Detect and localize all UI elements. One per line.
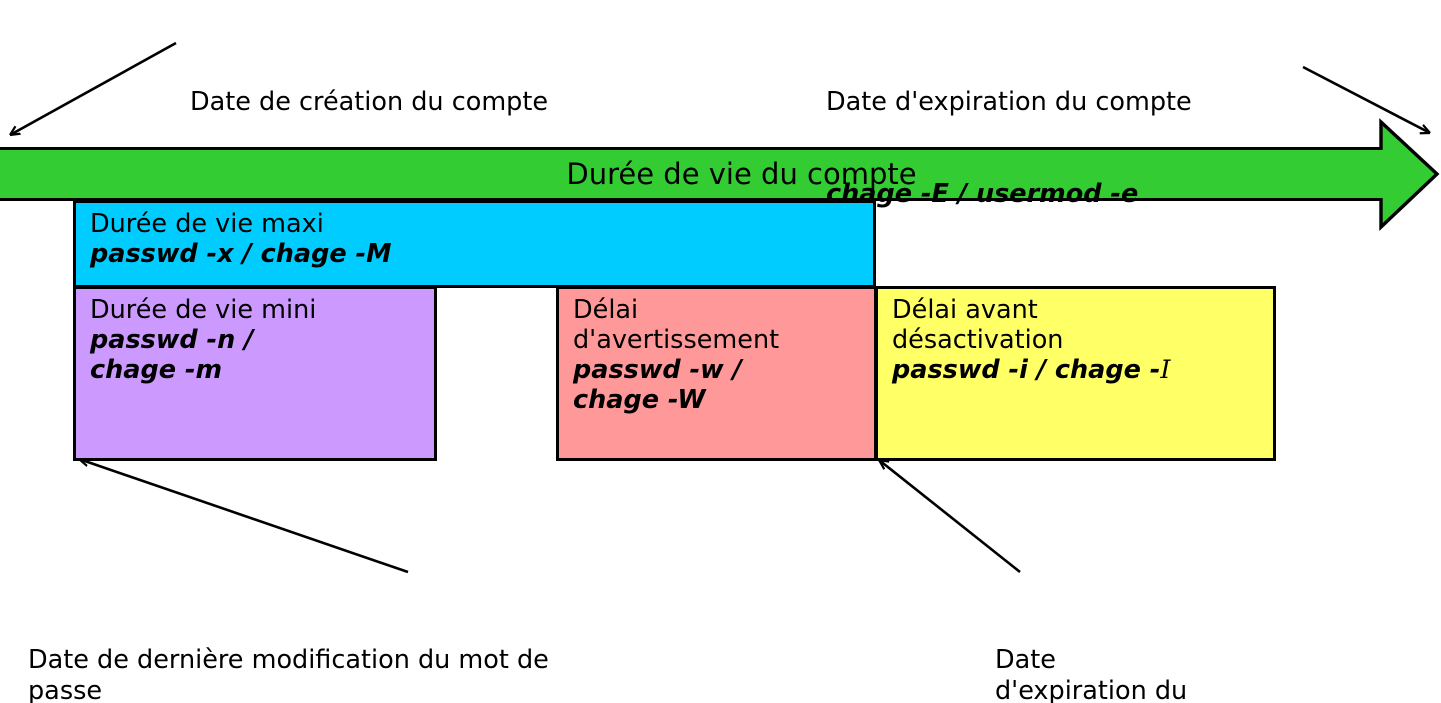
annotation-password-last-change: Date de dernière modification du mot de … — [28, 584, 728, 703]
box-min-lifetime-title: Durée de vie mini — [90, 295, 317, 325]
account-lifetime-arrowhead — [1379, 118, 1440, 231]
account-lifetime-label: Durée de vie du compte — [566, 157, 917, 191]
box-warning-delay: Délai d'avertissement passwd -w / chage … — [556, 286, 877, 461]
annotation-password-expiration: Date d'expiration du mot de passe — [995, 584, 1255, 703]
annotation-account-creation: Date de création du compte — [190, 26, 548, 179]
box-inactivity-delay: Délai avant désactivation passwd -i / ch… — [875, 286, 1276, 461]
annotation-account-expiration: Date d'expiration du compte chage -E / u… — [826, 26, 1192, 271]
annotation-password-expiration-title: Date d'expiration du mot de passe — [995, 645, 1188, 703]
account-lifetime-bar — [0, 147, 1383, 201]
box-min-lifetime: Durée de vie mini passwd -n / chage -m — [73, 286, 437, 461]
box-inactivity-delay-commands: passwd -i / chage -I — [892, 355, 1273, 385]
box-min-lifetime-commands: passwd -n / chage -m — [90, 325, 254, 386]
box-inactivity-delay-commands-suffix: I — [1160, 355, 1171, 386]
callout-line-password-expiration — [879, 460, 1021, 574]
box-inactivity-delay-commands-prefix: passwd -i / chage - — [892, 355, 1161, 386]
callout-line-password-last-change — [79, 459, 409, 574]
annotation-account-creation-title: Date de création du compte — [190, 87, 549, 118]
box-max-lifetime: Durée de vie maxi passwd -x / chage -M — [73, 200, 876, 288]
callout-line-account-expiration — [1302, 65, 1430, 133]
annotation-account-expiration-commands: chage -E / usermod -e — [826, 178, 1139, 209]
box-warning-delay-title: Délai d'avertissement — [573, 295, 780, 356]
annotation-account-expiration-title: Date d'expiration du compte — [826, 87, 1192, 118]
annotation-password-last-change-title: Date de dernière modification du mot de … — [28, 645, 549, 703]
box-warning-delay-commands: passwd -w / chage -W — [573, 355, 742, 416]
box-max-lifetime-commands: passwd -x / chage -M — [90, 239, 392, 270]
callout-line-account-creation — [10, 41, 177, 137]
box-max-lifetime-title: Durée de vie maxi — [90, 209, 324, 239]
box-inactivity-delay-title: Délai avant désactivation — [892, 295, 1064, 356]
